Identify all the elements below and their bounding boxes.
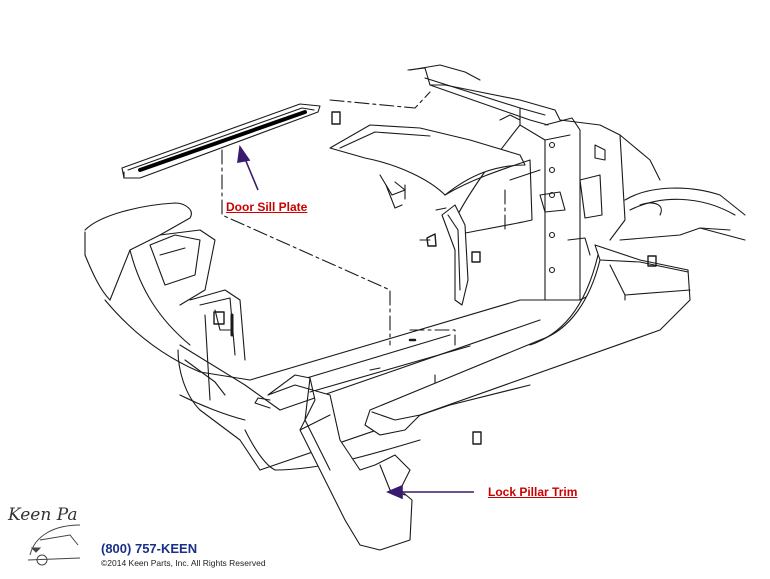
keen-logo-graphic [27, 524, 81, 566]
left-body-section [84, 202, 281, 471]
door-sill-plate-part [121, 103, 321, 179]
windshield-pillar-trim [441, 204, 469, 306]
phone-number: (800) 757-KEEN [101, 541, 198, 556]
right-body-section [619, 134, 746, 241]
fasteners [213, 111, 657, 445]
lock-pillar-trim-link[interactable]: Lock Pillar Trim [488, 485, 578, 499]
door-sill-plate-arrowhead [237, 144, 251, 163]
door-sill-plate-link[interactable]: Door Sill Plate [226, 200, 308, 214]
keen-logo: Keen Pa [8, 505, 78, 525]
guide-lines [221, 91, 506, 411]
lock-pillar-trim-arrowhead [385, 484, 403, 500]
b-pillar-structure [407, 64, 626, 301]
kick-panel-trim-part [254, 374, 413, 551]
lock-pillar-trim-part [364, 227, 731, 436]
upper-pillar-trim [329, 124, 533, 236]
copyright-text: ©2014 Keen Parts, Inc. All Rights Reserv… [101, 558, 266, 568]
arrows [237, 144, 474, 500]
